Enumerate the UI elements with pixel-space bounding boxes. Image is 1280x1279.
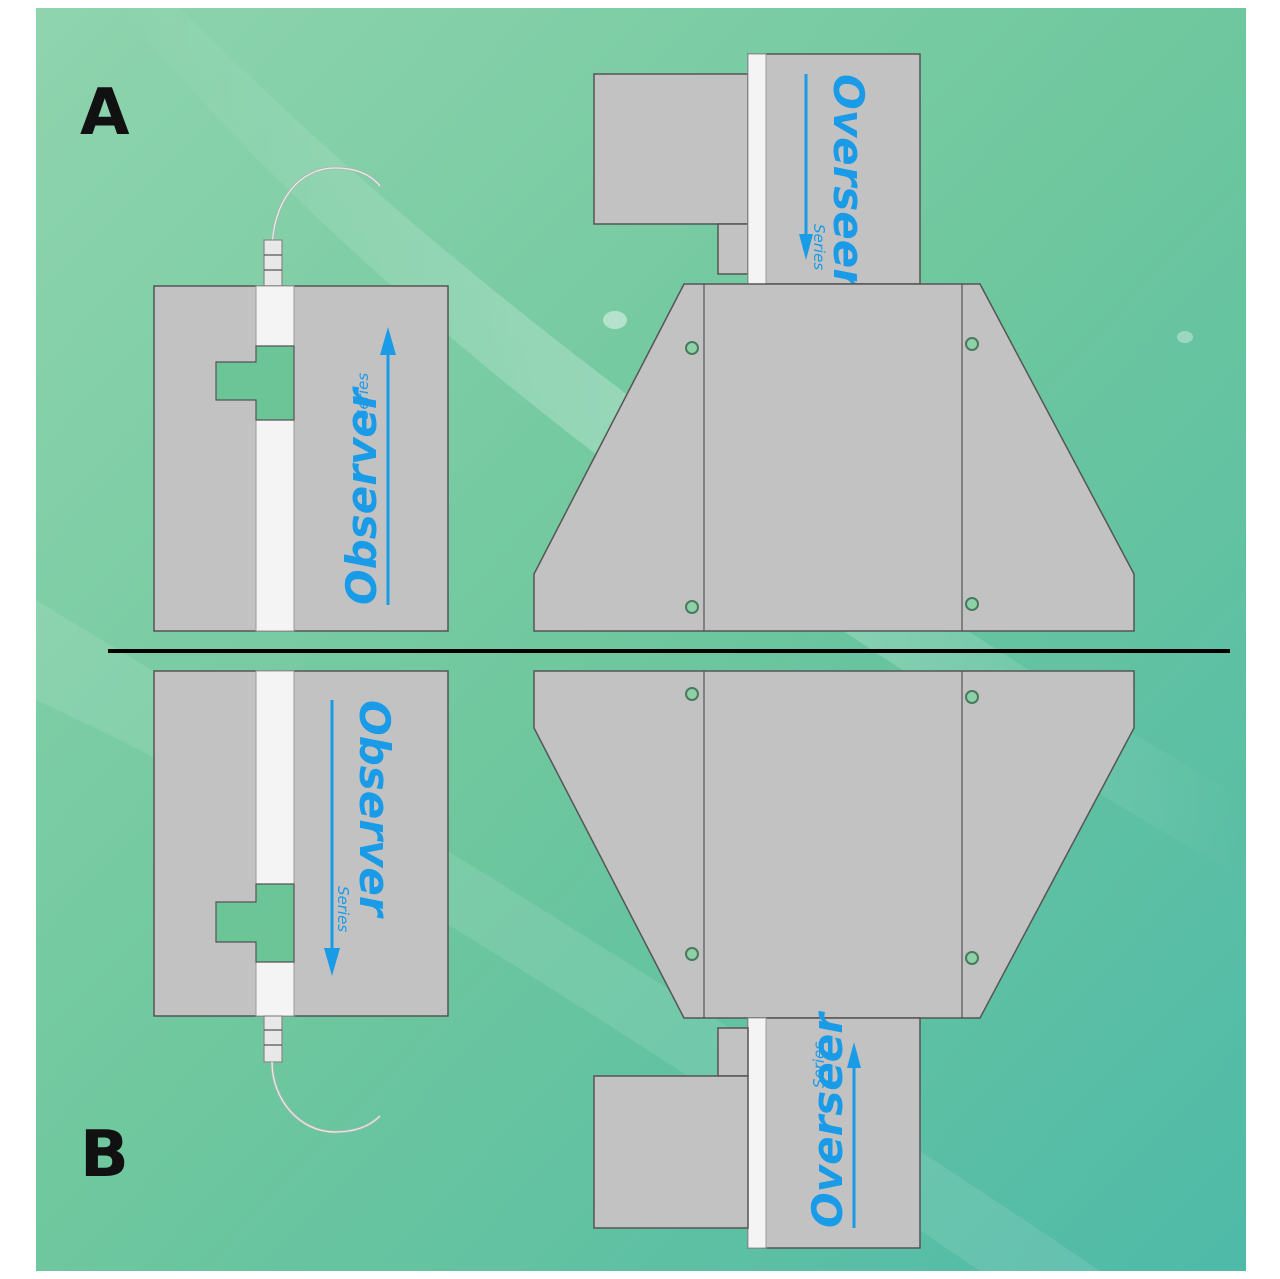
observer-series-top: Series [354,373,372,419]
overseer-slot-top [747,53,767,285]
overseer-logo-bottom: Overseer Series [803,1011,861,1228]
overseer-unit-top: Overseer Series [533,53,1135,632]
overseer-motor-bottom [593,1075,749,1229]
bolt-icon [685,687,699,701]
bolt-icon [685,600,699,614]
observer-series-bottom: Series [334,886,352,932]
overseer-logo-top: Overseer Series [799,74,873,291]
hose-fitting-bottom [263,1015,283,1063]
observer-brand-top: Observer [337,386,386,605]
overseer-slot-bottom [747,1017,767,1249]
overseer-series-bottom: Series [810,1042,828,1088]
sample-slot-top [255,285,295,632]
bolt-icon [685,341,699,355]
observer-brand-bottom: Observer [350,700,399,919]
observer-block-top [153,285,449,632]
overseer-bracket-bottom [717,1027,749,1077]
panel-label-a: A [80,76,130,150]
overseer-base-bottom [533,670,1135,1019]
bolt-icon [965,337,979,351]
bolt-icon [965,951,979,965]
hose-fitting-top [263,239,283,287]
bolt-icon [965,690,979,704]
panel-label-b: B [80,1118,129,1192]
overseer-brand-top: Overseer [824,74,873,291]
observer-unit-top: Observer Series [153,166,449,632]
overseer-motor-top [593,73,749,225]
observer-logo-top: Observer Series [337,327,396,605]
sample-slot-bottom [255,670,295,1017]
observer-logo-bottom: Observer Series [324,700,399,976]
mount-cutout-bottom [215,883,295,963]
observer-block-bottom [153,670,449,1017]
overseer-base-top [533,283,1135,632]
overseer-bracket-top [717,223,749,275]
overseer-head-bottom [747,1017,921,1249]
overseer-brand-bottom: Overseer [803,1011,852,1228]
bolt-icon [965,597,979,611]
overseer-unit-bottom: Overseer Series [533,670,1135,1249]
overseer-head-top [747,53,921,285]
overseer-series-top: Series [810,224,828,270]
bolt-icon [685,947,699,961]
observer-unit-bottom: Observer Series [153,670,449,1134]
mount-cutout-top [215,345,295,421]
